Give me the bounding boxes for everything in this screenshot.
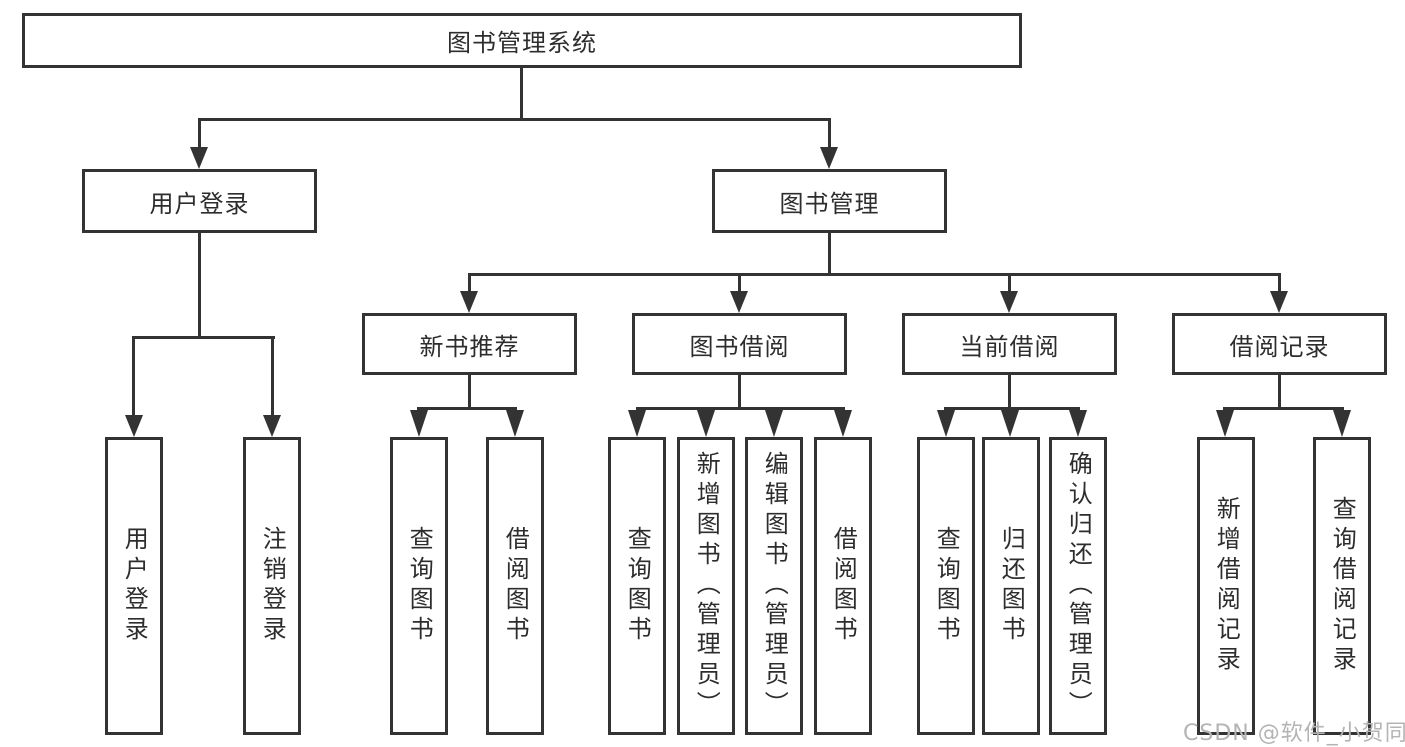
- arrow-down-icon: [834, 410, 852, 437]
- node-label: 确认归还（管理员）: [1064, 451, 1093, 721]
- leaf-add-borrow-record: 新增借阅记录: [1197, 437, 1255, 735]
- arrow-down-icon: [1333, 410, 1351, 437]
- arrow-down-icon: [460, 291, 478, 313]
- arrow-down-icon: [410, 410, 428, 437]
- node-label: 编辑图书（管理员）: [760, 451, 789, 721]
- connector-line: [738, 273, 741, 293]
- connector-line: [468, 375, 471, 410]
- arrow-down-icon: [820, 147, 838, 169]
- node-borrow-records: 借阅记录: [1172, 313, 1387, 375]
- leaf-borrow-books-recommend: 借阅图书: [486, 437, 544, 735]
- leaf-query-books-recommend: 查询图书: [390, 437, 448, 735]
- connector-line: [636, 407, 845, 410]
- leaf-query-books-current: 查询图书: [917, 437, 975, 735]
- node-label: 注销登录: [258, 526, 287, 646]
- node-book-management: 图书管理: [712, 169, 947, 233]
- arrow-down-icon: [1069, 410, 1087, 437]
- connector-line: [1223, 407, 1344, 410]
- node-label: 图书管理系统: [447, 29, 597, 57]
- node-label: 用户登录: [120, 526, 149, 646]
- connector-line: [520, 68, 523, 121]
- node-user-login: 用户登录: [82, 169, 317, 233]
- arrow-down-icon: [1216, 410, 1234, 437]
- leaf-confirm-return-admin: 确认归还（管理员）: [1049, 437, 1107, 735]
- arrow-down-icon: [937, 410, 955, 437]
- node-label: 归还图书: [997, 526, 1026, 646]
- arrow-down-icon: [190, 147, 208, 169]
- node-label: 借阅图书: [829, 526, 858, 646]
- arrow-down-icon: [1270, 291, 1288, 313]
- connector-line: [132, 336, 275, 339]
- leaf-return-book: 归还图书: [982, 437, 1040, 735]
- arrow-down-icon: [1000, 291, 1018, 313]
- connector-line: [468, 273, 1281, 276]
- node-current-borrow: 当前借阅: [902, 313, 1117, 375]
- node-book-borrow: 图书借阅: [632, 313, 847, 375]
- leaf-add-book-admin: 新增图书（管理员）: [677, 437, 735, 735]
- arrow-down-icon: [506, 410, 524, 437]
- node-label: 图书管理: [779, 189, 880, 218]
- connector-line: [1008, 273, 1011, 293]
- node-library-system: 图书管理系统: [22, 13, 1022, 68]
- connector-line: [132, 336, 135, 416]
- connector-line: [198, 233, 201, 339]
- connector-line: [944, 407, 1080, 410]
- node-label: 借阅图书: [501, 526, 530, 646]
- leaf-user-login: 用户登录: [105, 437, 163, 735]
- leaf-logout: 注销登录: [243, 437, 301, 735]
- node-label: 用户登录: [149, 189, 250, 218]
- arrow-down-icon: [628, 410, 646, 437]
- arrow-down-icon: [1001, 410, 1019, 437]
- node-label: 查询图书: [623, 526, 652, 646]
- arrow-down-icon: [730, 291, 748, 313]
- leaf-borrow-books: 借阅图书: [814, 437, 872, 735]
- leaf-query-books-borrow: 查询图书: [608, 437, 666, 735]
- node-new-book-recommend: 新书推荐: [362, 313, 577, 375]
- node-label: 借阅记录: [1229, 332, 1330, 361]
- node-label: 查询图书: [932, 526, 961, 646]
- connector-line: [828, 233, 831, 276]
- connector-line: [738, 375, 741, 410]
- leaf-query-borrow-record: 查询借阅记录: [1313, 437, 1371, 735]
- leaf-edit-book-admin: 编辑图书（管理员）: [745, 437, 803, 735]
- connector-line: [417, 407, 517, 410]
- connector-line: [271, 336, 274, 416]
- arrow-down-icon: [697, 410, 715, 437]
- connector-line: [1008, 375, 1011, 410]
- connector-line: [198, 118, 831, 121]
- node-label: 新书推荐: [419, 332, 520, 361]
- node-label: 图书借阅: [689, 332, 790, 361]
- arrow-down-icon: [125, 415, 143, 437]
- csdn-watermark: CSDN @软件_小贺同学: [1183, 721, 1405, 746]
- connector-line: [1278, 375, 1281, 410]
- arrow-down-icon: [765, 410, 783, 437]
- node-label: 新增借阅记录: [1212, 496, 1241, 676]
- connector-line: [1278, 273, 1281, 293]
- connector-line: [468, 273, 471, 293]
- node-label: 查询图书: [405, 526, 434, 646]
- connector-line: [828, 118, 831, 150]
- connector-line: [198, 118, 201, 150]
- node-label: 查询借阅记录: [1328, 496, 1357, 676]
- node-label: 当前借阅: [959, 332, 1060, 361]
- arrow-down-icon: [263, 415, 281, 437]
- node-label: 新增图书（管理员）: [692, 451, 721, 721]
